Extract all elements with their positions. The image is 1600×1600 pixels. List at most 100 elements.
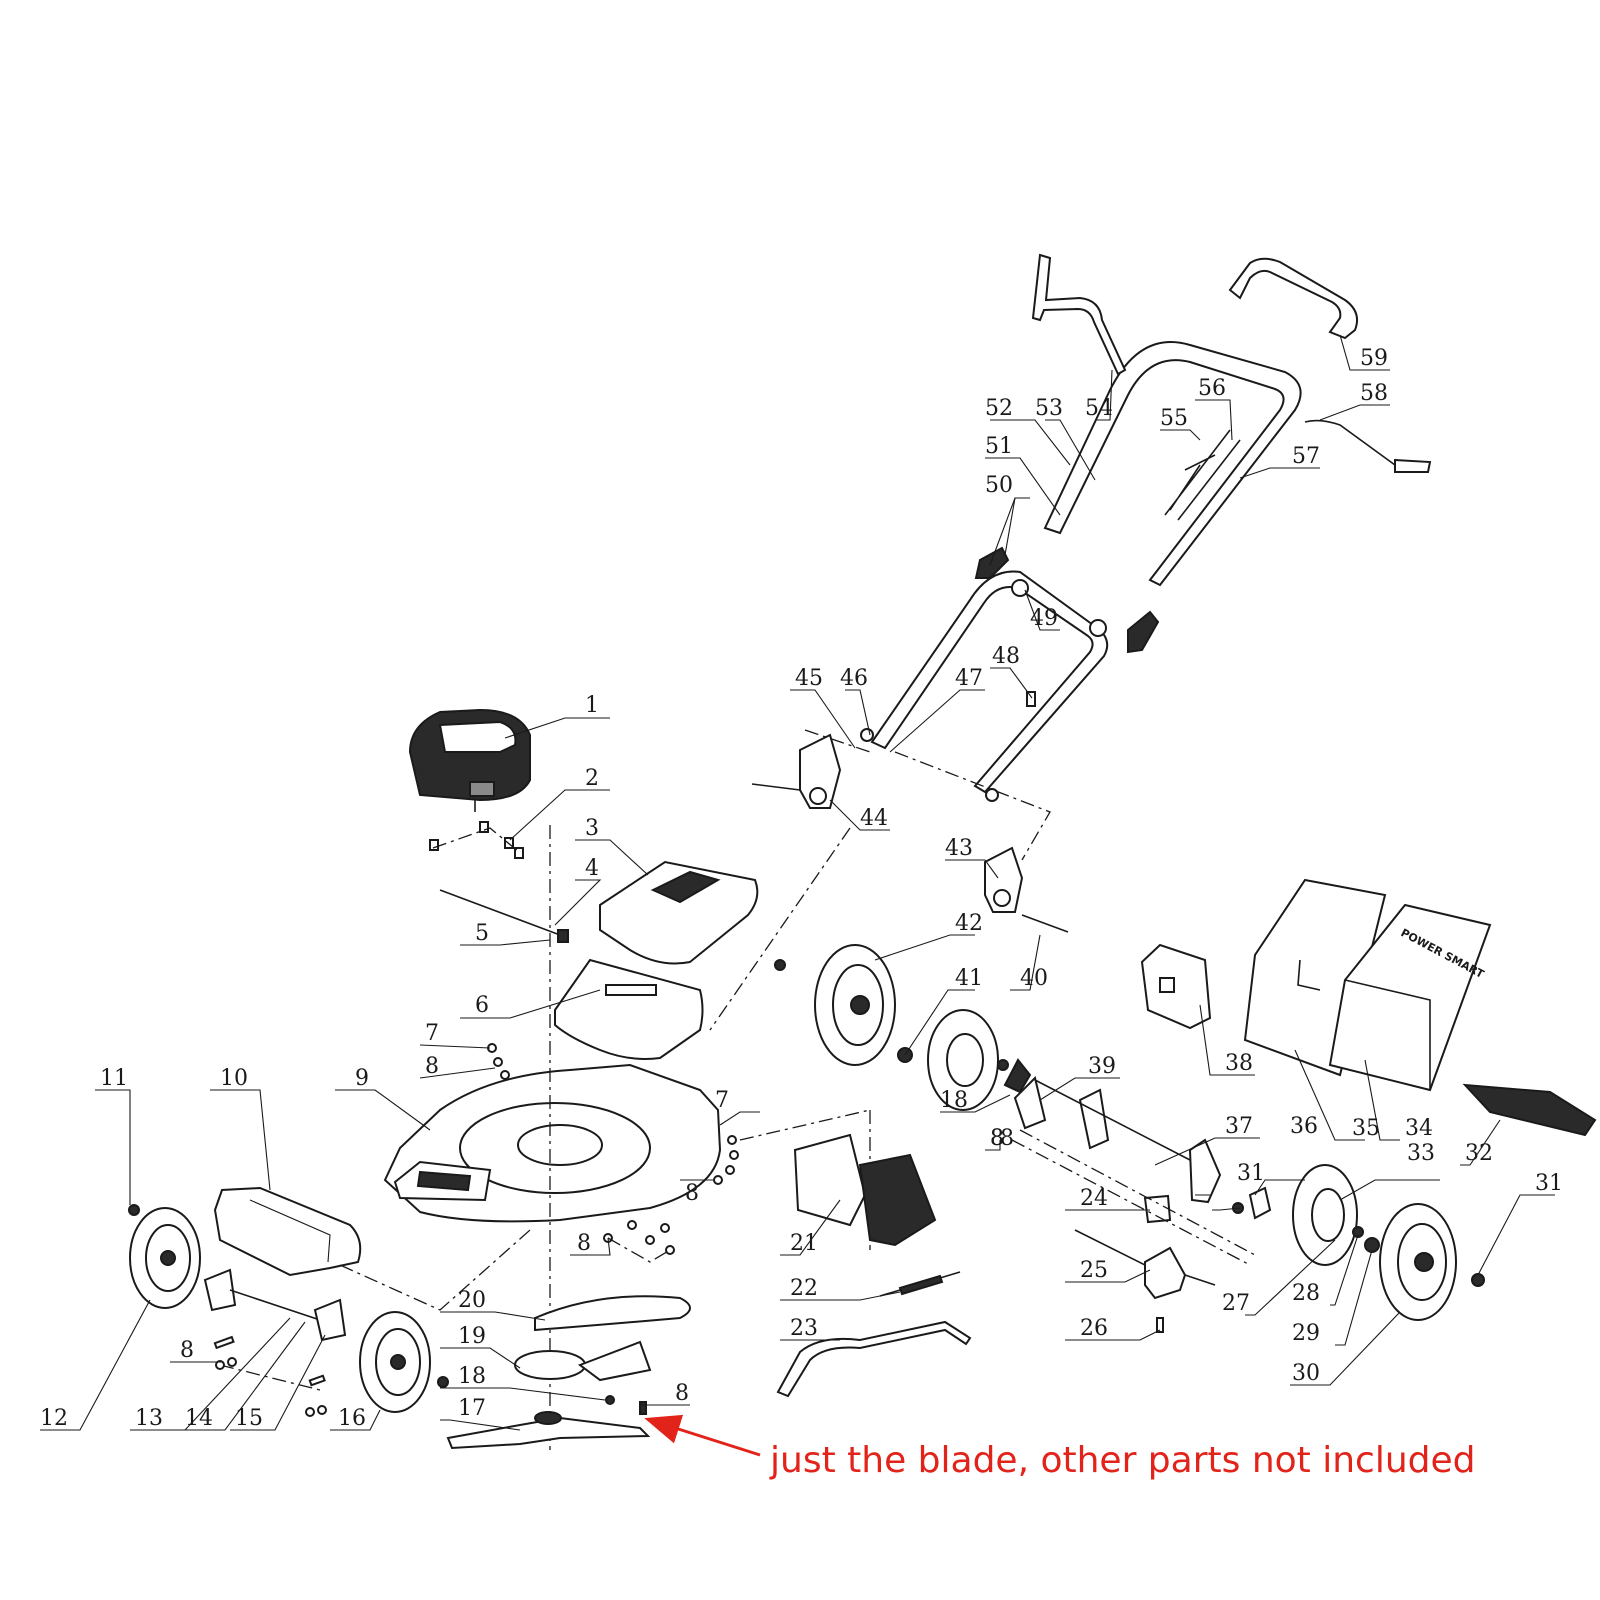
spring-coil	[898, 1274, 944, 1296]
axle-plate-27	[1188, 1138, 1222, 1204]
part-number-2: 2	[585, 766, 599, 791]
blade-hub	[534, 1411, 562, 1425]
engine-pull	[469, 781, 495, 797]
washer-18	[605, 1395, 615, 1405]
part-number-50: 50	[985, 473, 1013, 498]
part-number-8: 8	[990, 1126, 1004, 1151]
part-number-1: 1	[585, 693, 599, 718]
spring-pin	[308, 1374, 326, 1387]
part-number-29: 29	[1292, 1321, 1320, 1346]
front-cover-edge	[249, 1199, 331, 1263]
part-number-14: 14	[185, 1406, 213, 1431]
rear-bolt-line-2	[1011, 1139, 1251, 1266]
part-number-8: 8	[1000, 1126, 1014, 1151]
nut-46	[860, 728, 874, 742]
part-number-19: 19	[458, 1324, 486, 1349]
part-number-8: 8	[685, 1181, 699, 1206]
drive-axle	[1074, 1229, 1216, 1286]
spring-pin	[213, 1335, 235, 1350]
wheel-nut	[774, 959, 786, 971]
upper-handle	[1043, 341, 1302, 587]
control-cables	[1164, 429, 1241, 521]
part-number-48: 48	[992, 644, 1020, 669]
axle-pin-line	[219, 1364, 321, 1391]
part-number-15: 15	[235, 1406, 263, 1431]
part-number-8: 8	[180, 1338, 194, 1363]
nut	[985, 788, 999, 802]
mulch-plug	[858, 1153, 937, 1247]
handle-assembly	[709, 253, 1432, 1031]
part-number-43: 43	[945, 836, 973, 861]
blade-adapter	[577, 1340, 652, 1382]
part-number-8: 8	[425, 1054, 439, 1079]
part-number-33: 33	[1407, 1141, 1435, 1166]
cover-38	[1140, 943, 1212, 1030]
part-number-26: 26	[1080, 1316, 1108, 1341]
part-number-54: 54	[1085, 396, 1113, 421]
bail-bar	[1031, 253, 1127, 376]
cable-nut	[557, 929, 569, 943]
front-axle-rod	[229, 1289, 321, 1321]
blade-bolt-8	[639, 1401, 647, 1415]
part-number-3: 3	[585, 816, 599, 841]
part-number-34: 34	[1405, 1116, 1433, 1141]
part-number-41: 41	[955, 966, 983, 991]
part-number-7: 7	[425, 1021, 439, 1046]
axle-bracket-14	[313, 1298, 347, 1342]
pulley	[514, 1350, 586, 1380]
knob-washer	[1011, 579, 1029, 597]
rear-axle-rod	[1034, 1079, 1191, 1161]
bracket-hole	[809, 787, 827, 805]
part-number-28: 28	[1292, 1281, 1320, 1306]
part-number-10: 10	[220, 1066, 248, 1091]
part-number-45: 45	[795, 666, 823, 691]
deck-vent	[416, 1170, 472, 1192]
wheel-hub	[1414, 1252, 1434, 1272]
engine-cover	[438, 720, 517, 753]
part-number-59: 59	[1360, 346, 1388, 371]
part-number-47: 47	[955, 666, 983, 691]
bracket-alignment-line	[709, 827, 851, 1031]
throttle-cable	[1304, 419, 1426, 471]
part-number-18: 18	[458, 1364, 486, 1389]
part-number-35: 35	[1352, 1116, 1380, 1141]
part-number-4: 4	[585, 856, 599, 881]
part-number-44: 44	[860, 806, 888, 831]
bolt-45	[751, 783, 801, 791]
grass-bag	[1328, 903, 1492, 1092]
deck-bolts	[487, 1043, 739, 1255]
wheel-cap-31	[1471, 1273, 1485, 1287]
wheel-cap	[437, 1376, 449, 1388]
part-number-8: 8	[675, 1381, 689, 1406]
gearbox-bolt-26	[1156, 1317, 1164, 1333]
part-number-23: 23	[790, 1316, 818, 1341]
part-number-8: 8	[990, 1126, 1004, 1151]
bolt-pattern-line	[432, 827, 520, 853]
part-number-18: 18	[940, 1088, 968, 1113]
rear-bracket-right	[1078, 1088, 1110, 1150]
cover-window	[650, 870, 721, 904]
lower-handle	[870, 570, 1109, 794]
part-number-49: 49	[1030, 606, 1058, 631]
part-number-21: 21	[790, 1231, 818, 1256]
part-number-7: 7	[715, 1088, 729, 1113]
cable-4	[439, 889, 561, 936]
bracket-bolt-40	[1021, 914, 1069, 933]
part-number-labels: 1 2 3 4 5 6 7 7 8 8 8 8 8 8 8 8 9 10 11 …	[40, 346, 1563, 1431]
drive-belt	[534, 1295, 691, 1332]
knob-washer	[1089, 619, 1107, 637]
part-number-37: 37	[1225, 1114, 1253, 1139]
part-number-53: 53	[1035, 396, 1063, 421]
wheel-cover-center	[946, 1033, 984, 1087]
gear-29	[1364, 1237, 1380, 1253]
side-chute	[793, 1133, 867, 1227]
rear-skirt	[554, 958, 704, 1060]
part-number-31: 31	[1535, 1171, 1563, 1196]
front-cover	[213, 1186, 362, 1277]
part-number-16: 16	[338, 1406, 366, 1431]
deck-engine-hole	[517, 1124, 603, 1166]
catcher-handle	[1297, 959, 1321, 991]
rear-flap	[1462, 1083, 1597, 1137]
part-number-32: 32	[1465, 1141, 1493, 1166]
